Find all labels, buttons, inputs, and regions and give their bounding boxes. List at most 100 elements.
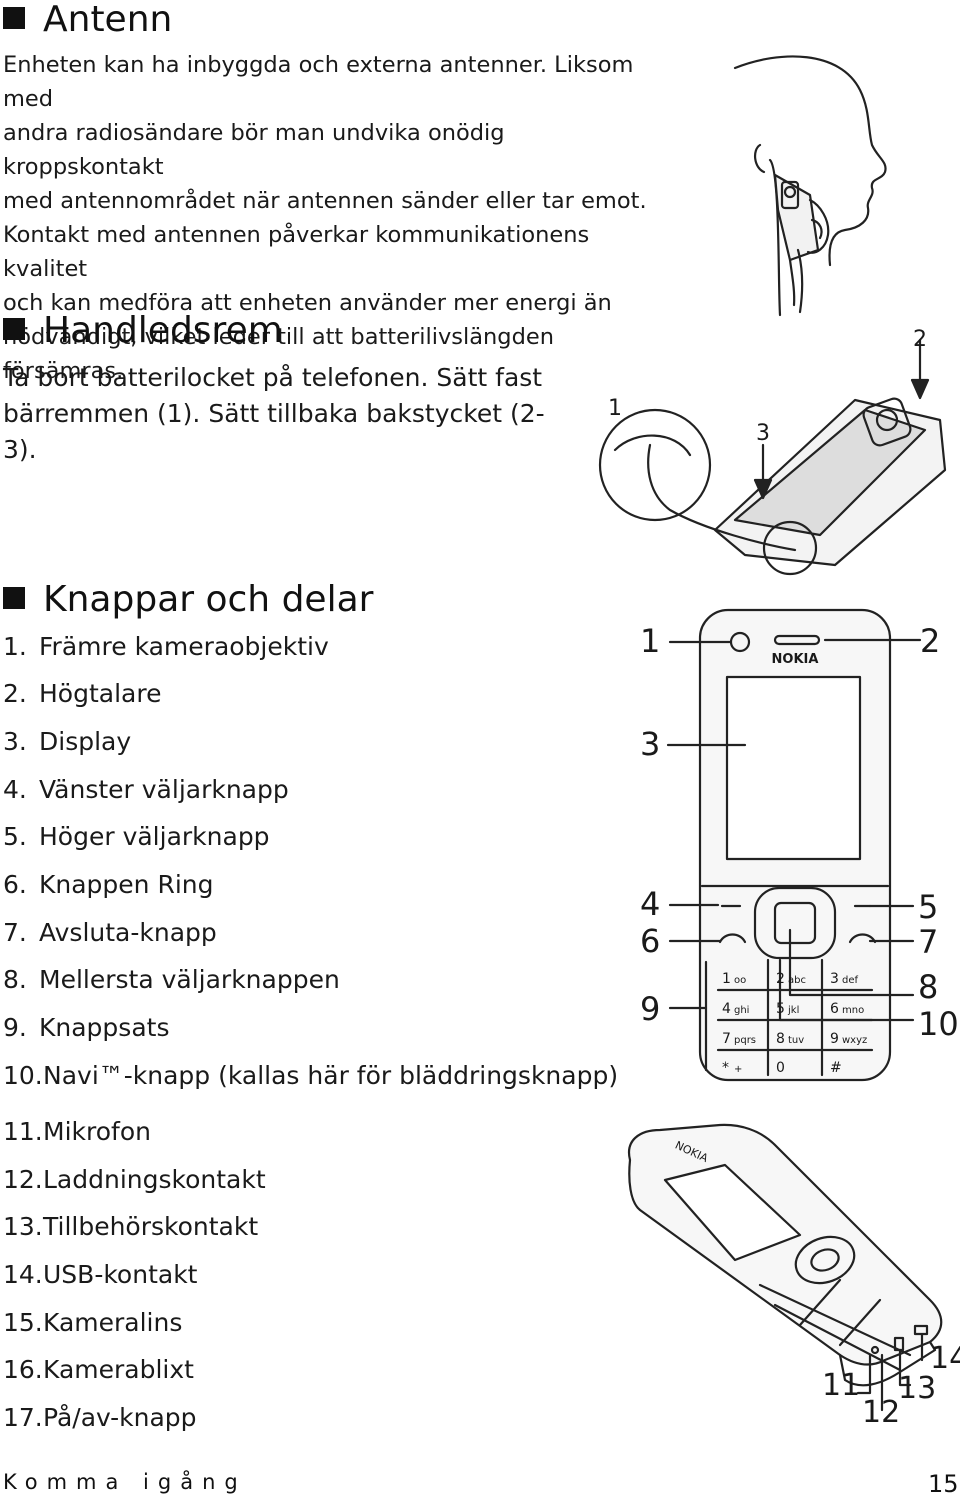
heading-knappar: Knappar och delar [3,580,373,620]
center-select-key-icon [773,901,817,945]
front-callout-3: 3 [640,725,660,763]
parts-list-item: 5.Höger väljarknapp [3,822,270,852]
keypad-key: 5 [776,1001,785,1017]
parts-list-item: 1.Främre kameraobjektiv [3,632,329,662]
parts-list-label: Högtalare [39,679,162,708]
heading-bullet [3,7,25,29]
parts-list-number: 12. [3,1165,43,1194]
parts-list-number: 11. [3,1117,43,1146]
parts-list-item: 17.På/av-knapp [3,1403,197,1433]
keypad-key: # [830,1060,842,1076]
parts-list-item: 15.Kameralins [3,1308,182,1338]
parts-list-item: 8. Mellersta väljarknappen [3,965,340,995]
parts-list-label: Avsluta-knapp [39,918,217,947]
text-line: andra radiosändare bör man undvika onödi… [3,120,505,180]
side-callout-14: 14 [930,1341,960,1376]
text-line: Ta bort batterilocket på telefonen. Sätt… [3,363,543,392]
heading-handledsrem-text: Handledsrem [43,310,283,351]
front-callout-8: 8 [918,968,938,1006]
text-line: Enheten kan ha inbyggda och externa ante… [3,52,634,112]
front-callout-4: 4 [640,885,660,923]
parts-list-label: Främre kameraobjektiv [39,632,329,661]
strap-callout-3: 3 [756,421,770,446]
parts-list-item: 9.Knappsats [3,1013,169,1043]
handledsrem-paragraph: Ta bort batterilocket på telefonen. Sätt… [3,360,563,468]
footer-section-name: Komma igång [3,1470,247,1494]
keypad-key-letters: oo [734,975,746,986]
parts-list-item: 4.Vänster väljarknapp [3,775,289,805]
text-line: Kontakt med antennen påverkar kommunikat… [3,222,590,282]
heading-antenn-text: Antenn [43,0,173,40]
strap-callout-1: 1 [608,396,622,421]
keypad-key-letters: jkl [787,1005,799,1016]
parts-list-item: 14.USB-kontakt [3,1260,197,1290]
keypad-key-letters: wxyz [842,1035,867,1046]
keypad-key: 0 [776,1060,785,1076]
antenn-paragraph: Enheten kan ha inbyggda och externa ante… [3,48,663,388]
heading-antenn: Antenn [3,0,172,40]
parts-list-number: 4. [3,775,27,804]
heading-handledsrem: Handledsrem [3,311,283,351]
keypad-key: 9 [830,1031,839,1047]
text-line: med antennområdet när antennen sänder el… [3,188,647,214]
text-line: bärremmen (1). Sätt tillbaka bakstycket … [3,399,545,464]
front-callout-9: 9 [640,990,660,1028]
parts-list-number: 10. [3,1061,43,1090]
parts-list-label: Knappen Ring [39,870,214,899]
parts-list-item: 10.Navi™-knapp (kallas här för bläddring… [3,1061,618,1091]
speaker-icon [773,634,821,646]
display-icon [725,675,862,861]
heading-bullet [3,587,25,609]
wrist-strap-illustration: 2 1 3 [598,327,947,576]
parts-list-label: Display [39,727,132,756]
keypad-key-letters: def [842,975,859,986]
keypad-key-letters: tuv [788,1035,804,1046]
parts-list-item: 12.Laddningskontakt [3,1165,266,1195]
page-number: 15 [928,1470,959,1498]
parts-list-number: 6. [3,870,27,899]
parts-list-item: 3.Display [3,727,131,757]
keypad-key-letters: mno [842,1005,864,1016]
keypad-key-letters: ghi [734,1005,749,1016]
parts-list-label: Kameralins [43,1308,183,1337]
parts-list-label: Höger väljarknapp [39,822,270,851]
keypad-key: 3 [830,971,839,987]
parts-list-item: 16.Kamerablixt [3,1355,194,1385]
parts-list-number: 14. [3,1260,43,1289]
parts-list-item: 6. Knappen Ring [3,870,214,900]
keypad-key: 4 [722,1001,731,1017]
heading-bullet [3,318,25,340]
parts-list-item: 11.Mikrofon [3,1117,151,1147]
heading-knappar-text: Knappar och delar [43,579,374,620]
parts-list-number: 8. [3,965,27,994]
phone-side-illustration: NOKIA 11 12 13 14 [627,1123,960,1430]
keypad-key-letters: + [734,1064,742,1075]
keypad-key: 1 [722,971,731,987]
parts-list-label: Mikrofon [43,1117,151,1146]
parts-list-label: På/av-knapp [43,1403,197,1432]
parts-list-label: USB-kontakt [43,1260,198,1289]
text-line: och kan medföra att enheten använder mer… [3,290,612,316]
front-callout-2: 2 [920,622,940,660]
front-callout-5: 5 [918,888,938,926]
keypad-key: 8 [776,1031,785,1047]
parts-list-item: 2.Högtalare [3,679,161,709]
parts-list-label: Kamerablixt [43,1355,194,1384]
parts-list-number: 9. [3,1013,27,1042]
brand-logo-text: NOKIA [772,652,819,667]
front-callout-1: 1 [640,622,660,660]
parts-list-item: 7.Avsluta-knapp [3,918,217,948]
parts-list-label: Mellersta väljarknappen [39,965,340,994]
keypad-key-letters: abc [788,975,806,986]
parts-list-label: Navi™-knapp (kallas här för bläddringskn… [43,1061,619,1090]
side-callout-12: 12 [862,1395,900,1430]
keypad-key: 6 [830,1001,839,1017]
text-line: nödvändigt, vilket leder till att batter… [3,324,554,384]
front-callout-6: 6 [640,922,660,960]
front-callout-7: 7 [918,923,938,961]
keypad-key: * [722,1060,729,1076]
strap-callout-2: 2 [913,327,927,352]
front-callout-10: 10 [918,1005,959,1043]
